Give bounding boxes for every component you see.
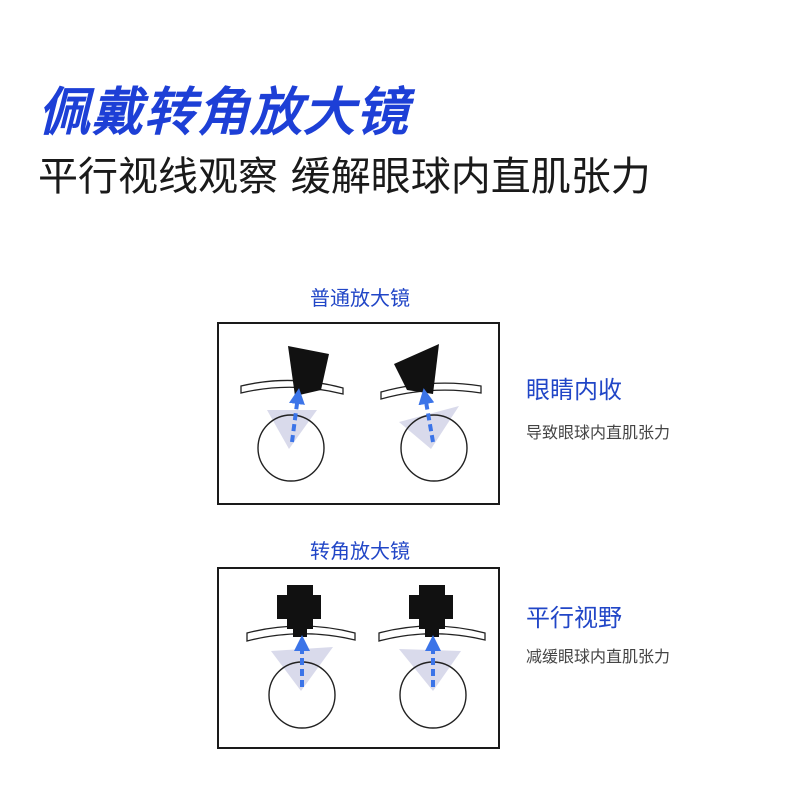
section-title-angled: 转角放大镜 bbox=[310, 539, 410, 563]
right-sight-arrow bbox=[418, 388, 435, 443]
right-eye-angled bbox=[378, 585, 486, 729]
panel-normal-magnifier bbox=[217, 322, 500, 505]
section-title-normal: 普通放大镜 bbox=[310, 286, 410, 310]
left-eyeball bbox=[257, 414, 325, 482]
side-desc-angled: 减缓眼球内直肌张力 bbox=[526, 647, 671, 666]
angled-magnifier-illustration bbox=[246, 585, 486, 729]
left-eye-angled bbox=[246, 585, 356, 729]
left-sight-arrow bbox=[289, 388, 305, 443]
subheadline: 平行视线观察 缓解眼球内直肌张力 bbox=[38, 154, 651, 200]
left-lens-frame bbox=[240, 379, 344, 395]
right-eyepiece-mount bbox=[425, 627, 439, 637]
right-angled-eyepiece bbox=[409, 585, 453, 629]
side-title-normal: 眼睛内收 bbox=[526, 376, 622, 404]
panel-angled-magnifier bbox=[217, 567, 500, 749]
right-view-cone bbox=[399, 649, 461, 691]
side-title-angled: 平行视野 bbox=[526, 604, 622, 632]
headline: 佩戴转角放大镜 bbox=[38, 83, 410, 143]
normal-magnifier-illustration bbox=[240, 344, 482, 482]
right-eyeball bbox=[400, 414, 468, 482]
left-eyepiece-mount bbox=[293, 627, 307, 637]
side-desc-normal: 导致眼球内直肌张力 bbox=[526, 423, 671, 442]
left-eye-normal bbox=[240, 346, 344, 482]
left-angled-eyepiece bbox=[277, 585, 321, 629]
right-magnifier-eyepiece bbox=[394, 344, 439, 394]
left-magnifier-eyepiece bbox=[288, 346, 329, 396]
right-eye-normal bbox=[380, 344, 482, 482]
